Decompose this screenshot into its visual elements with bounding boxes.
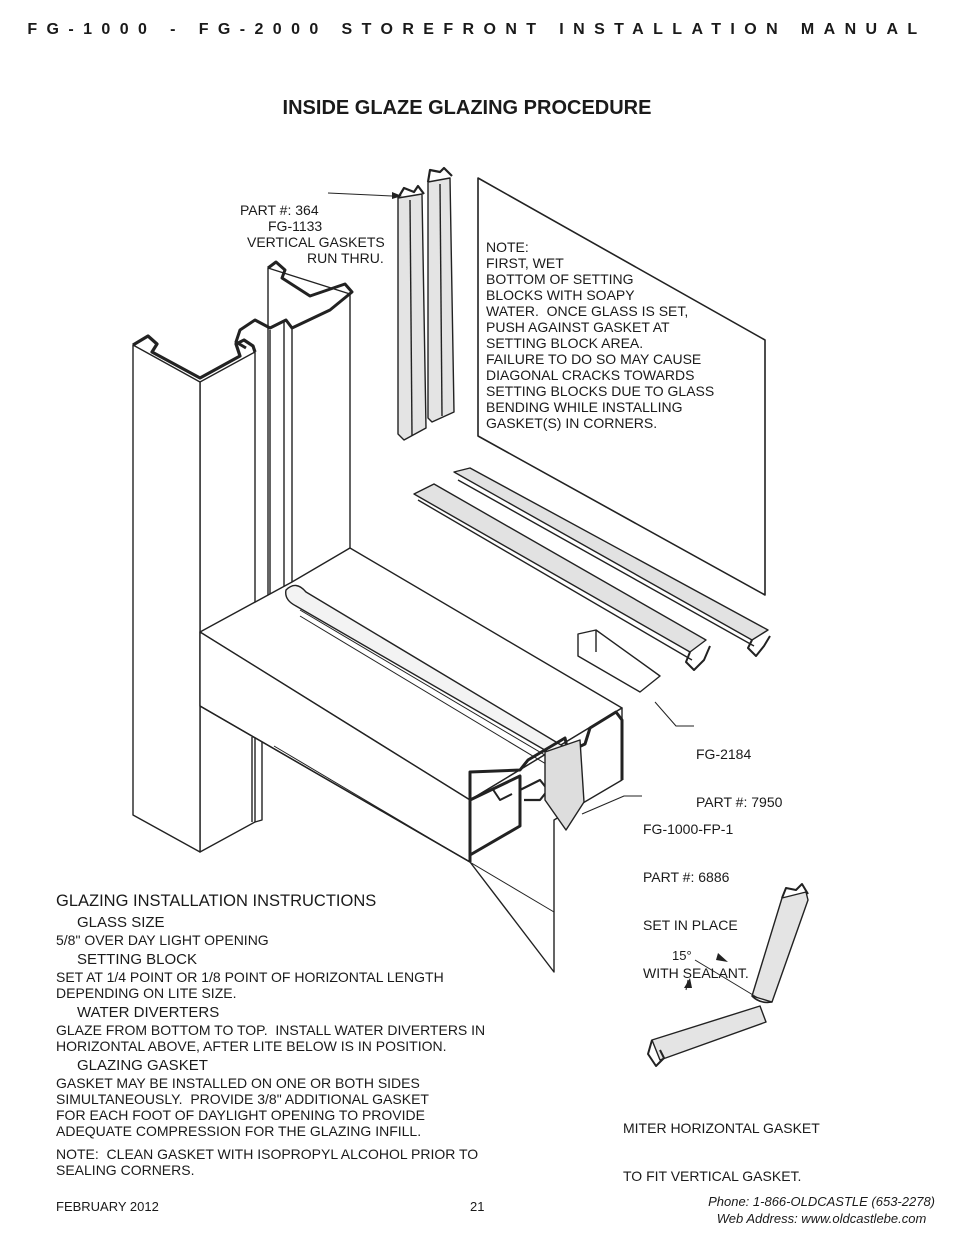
glass-lite xyxy=(477,177,766,596)
glazing-gasket-text: GASKET MAY BE INSTALLED ON ONE OR BOTH S… xyxy=(56,1075,429,1139)
note-line: DIAGONAL CRACKS TOWARDS xyxy=(486,367,695,383)
fg1000fp1-instruction: SET IN PLACE xyxy=(643,917,738,933)
horizontal-gasket-lower xyxy=(413,483,707,653)
note-line: BOTTOM OF SETTING xyxy=(486,271,634,287)
setting-block xyxy=(577,629,661,693)
note-line: FAILURE TO DO SO MAY CAUSE xyxy=(486,351,702,367)
vertical-gasket-1 xyxy=(397,193,427,441)
vertical-mullion-profile xyxy=(132,334,257,380)
vertical-mullion-front xyxy=(199,351,256,853)
instruction-line: NOTE: CLEAN GASKET WITH ISOPROPYL ALCOHO… xyxy=(56,1146,479,1162)
setting-block-text: SET AT 1/4 POINT OR 1/8 POINT OF HORIZON… xyxy=(56,969,444,1001)
note-line: WATER. ONCE GLASS IS SET, xyxy=(486,303,689,319)
instruction-line: SIMULTANEOUSLY. PROVIDE 3/8" ADDITIONAL … xyxy=(56,1091,429,1107)
note-line: BLOCKS WITH SOAPY xyxy=(486,287,635,303)
instruction-line: GLAZE FROM BOTTOM TO TOP. INSTALL WATER … xyxy=(56,1022,486,1038)
note-line: FIRST, WET xyxy=(486,255,564,271)
fg2184-part-number: PART #: 7950 xyxy=(696,794,783,810)
miter-horizontal-gasket xyxy=(651,1005,767,1061)
vertical-gaskets-label: VERTICAL GASKETS xyxy=(247,234,385,250)
miter-angle-label: 15° xyxy=(672,948,692,963)
page-number: 21 xyxy=(470,1199,485,1214)
back-mullion xyxy=(267,267,351,601)
instruction-line: DEPENDING ON LITE SIZE. xyxy=(56,985,237,1001)
instruction-line: SET AT 1/4 POINT OR 1/8 POINT OF HORIZON… xyxy=(56,969,444,985)
fg1133-part-name: FG-1133 xyxy=(268,218,323,234)
setting-block-title: SETTING BLOCK xyxy=(77,951,198,968)
instruction-line: GASKET MAY BE INSTALLED ON ONE OR BOTH S… xyxy=(56,1075,420,1091)
miter-line-1: MITER HORIZONTAL GASKET xyxy=(623,1120,820,1136)
vertical-mullion-face xyxy=(132,344,201,853)
water-diverter xyxy=(544,739,585,831)
note-line: PUSH AGAINST GASKET AT xyxy=(486,319,670,335)
glass-size-text: 5/8" OVER DAY LIGHT OPENING xyxy=(56,932,269,948)
note-line: BENDING WHILE INSTALLING xyxy=(486,399,683,415)
water-diverters-text: GLAZE FROM BOTTOM TO TOP. INSTALL WATER … xyxy=(56,1022,485,1054)
glass-size-title: GLASS SIZE xyxy=(77,914,165,931)
fg1133-part-number: PART #: 364 xyxy=(240,202,319,218)
miter-line-2: TO FIT VERTICAL GASKET. xyxy=(623,1168,802,1184)
glass-setting-note: NOTE: FIRST, WET BOTTOM OF SETTING BLOCK… xyxy=(486,239,714,431)
cleaning-note: NOTE: CLEAN GASKET WITH ISOPROPYL ALCOHO… xyxy=(56,1146,478,1178)
footer-phone: Phone: 1-866-OLDCASTLE (653-2278) xyxy=(708,1194,935,1209)
horizontal-gasket-upper xyxy=(453,467,769,641)
footer-web-address: Web Address: www.oldcastlebe.com xyxy=(716,1211,927,1226)
instructions-heading: GLAZING INSTALLATION INSTRUCTIONS xyxy=(56,892,377,910)
instruction-line: HORIZONTAL ABOVE, AFTER LITE BELOW IS IN… xyxy=(56,1038,447,1054)
fg1133-callout: FG-1133 xyxy=(268,186,322,250)
fg1000fp1-part-name: FG-1000-FP-1 xyxy=(643,821,734,837)
note-line: GASKET(S) IN CORNERS. xyxy=(486,415,658,431)
fg1000fp1-part-number: PART #: 6886 xyxy=(643,869,730,885)
fg2184-callout: FG-2184 PART #: 7950 xyxy=(696,714,782,826)
note-line: SETTING BLOCK AREA. xyxy=(486,335,644,351)
fg1000fp1-callout: FG-1000-FP-1 PART #: 6886 SET IN PLACE W… xyxy=(643,789,749,997)
instruction-line: ADEQUATE COMPRESSION FOR THE GLAZING INF… xyxy=(56,1123,422,1139)
running-header: FG-1000 - FG-2000 STOREFRONT INSTALLATIO… xyxy=(27,21,927,38)
glazing-gasket-title: GLAZING GASKET xyxy=(77,1057,208,1074)
instruction-line: FOR EACH FOOT OF DAYLIGHT OPENING TO PRO… xyxy=(56,1107,425,1123)
footer-date: FEBRUARY 2012 xyxy=(56,1199,159,1214)
note-line: SETTING BLOCKS DUE TO GLASS xyxy=(486,383,715,399)
fg1000fp1-instruction-2: WITH SEALANT. xyxy=(643,965,749,981)
note-line: NOTE: xyxy=(486,239,529,255)
instruction-line: SEALING CORNERS. xyxy=(56,1162,195,1178)
instruction-line: 5/8" OVER DAY LIGHT OPENING xyxy=(56,932,269,948)
footer-contact: Phone: 1-866-OLDCASTLE (653-2278) Web Ad… xyxy=(708,1193,935,1227)
fg2184-part-name: FG-2184 xyxy=(696,746,752,762)
page-title: INSIDE GLAZE GLAZING PROCEDURE xyxy=(282,97,652,119)
vertical-gaskets-label-line2: RUN THRU. xyxy=(307,250,384,266)
miter-callout: MITER HORIZONTAL GASKET TO FIT VERTICAL … xyxy=(623,1088,820,1200)
water-diverters-title: WATER DIVERTERS xyxy=(77,1004,220,1021)
miter-vertical-gasket xyxy=(751,891,809,1003)
